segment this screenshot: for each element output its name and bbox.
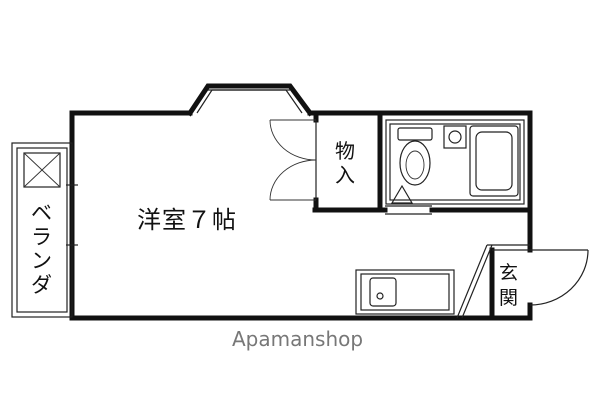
closet-doors [269,119,317,201]
ac-unit-icon [23,152,61,188]
storage-label-2: 入 [335,163,355,187]
veranda-label: ベ ラ ン ダ [31,201,52,297]
bath-door-opening [385,205,432,215]
unit-bath [385,119,525,205]
veranda-char-4: ダ [31,273,52,297]
toilet-icon [397,127,433,186]
entrance-label-2: 関 [499,287,518,309]
bathtub-icon [469,125,519,197]
apamanshop-watermark: Apamanshop [232,327,363,351]
western-room-label: 洋室７帖 [137,206,237,234]
washbasin-icon [443,125,467,149]
veranda-char-3: ン [31,249,52,273]
interior-walls [312,110,533,321]
kitchen-counter [355,269,455,315]
kitchen-sink-icon [369,277,397,307]
storage-label-1: 物 [335,139,355,163]
veranda-char-1: ベ [31,201,52,225]
bay-window [186,83,314,117]
veranda [11,142,78,318]
entrance [456,244,589,319]
entrance-door [529,249,589,306]
entrance-label-1: 玄 [499,262,518,284]
veranda-char-2: ラ [31,225,52,249]
